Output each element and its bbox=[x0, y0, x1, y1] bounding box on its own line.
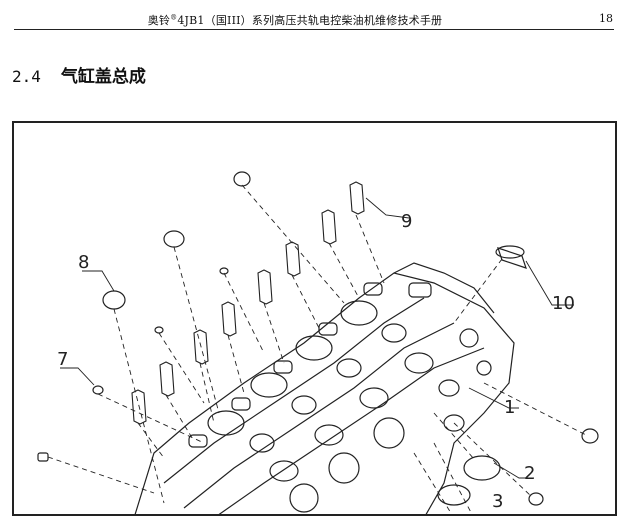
page-number: 18 bbox=[599, 12, 613, 25]
header-title-text: 4JB1（国III）系列高压共轨电控柴油机维修技术手册 bbox=[177, 14, 443, 27]
combustion-chambers bbox=[188, 282, 492, 513]
valve-guides bbox=[131, 181, 365, 425]
registered-mark: ® bbox=[170, 13, 178, 22]
section-title: 气缸盖总成 bbox=[60, 67, 146, 87]
seal-ring-8 bbox=[102, 290, 126, 310]
callout-1: 1 bbox=[504, 397, 515, 418]
injector-seal bbox=[233, 171, 251, 187]
exploded-view-drawing: 9 8 7 10 1 2 3 bbox=[37, 171, 599, 514]
cylinder-head-figure: 9 8 7 10 1 2 3 bbox=[12, 121, 617, 516]
core-plug-2 bbox=[463, 455, 501, 481]
cylinder-head-body bbox=[134, 272, 515, 514]
plug-small bbox=[37, 452, 49, 462]
header-rule bbox=[14, 29, 614, 30]
callout-10: 10 bbox=[552, 293, 575, 314]
header-title: 奥铃®4JB1（国III）系列高压共轨电控柴油机维修技术手册 bbox=[60, 12, 530, 28]
callout-8: 8 bbox=[78, 252, 89, 273]
callout-7: 7 bbox=[57, 349, 68, 370]
seal-right bbox=[581, 428, 599, 444]
callout-2: 2 bbox=[524, 463, 535, 484]
page-header: 奥铃®4JB1（国III）系列高压共轨电控柴油机维修技术手册 18 bbox=[0, 0, 629, 34]
section-number: 2.4 bbox=[12, 67, 41, 86]
seal-ring-7 bbox=[92, 385, 104, 395]
header-title-brand: 奥铃 bbox=[147, 14, 171, 27]
callout-9: 9 bbox=[401, 211, 412, 232]
injector-sleeve-seal bbox=[163, 230, 185, 248]
section-heading: 2.4 气缸盖总成 bbox=[12, 62, 146, 87]
